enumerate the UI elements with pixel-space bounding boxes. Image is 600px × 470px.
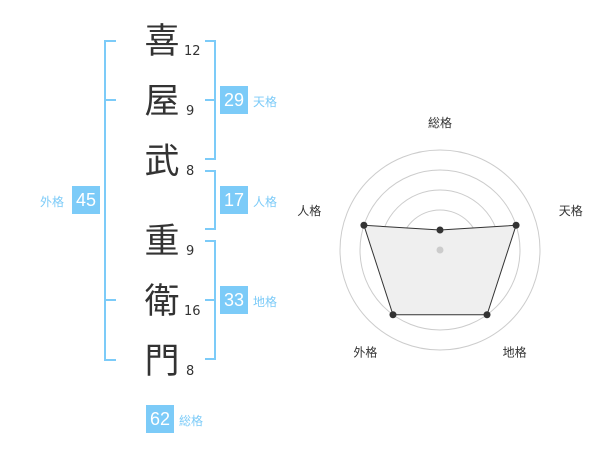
name-char: 重: [144, 222, 180, 262]
axis-label: 人格: [297, 203, 321, 218]
radar-ring: [359, 169, 521, 331]
soukaku-label: 総格: [179, 414, 204, 428]
stroke-count: 9: [186, 244, 195, 259]
name-char: 喜: [144, 22, 180, 62]
name-char: 門: [144, 342, 180, 382]
radar-area: [363, 224, 517, 316]
radar-point: [512, 221, 520, 229]
stroke-count: 8: [186, 164, 195, 179]
radar-point: [360, 221, 368, 229]
stroke-count: 12: [184, 44, 201, 59]
axis-label: 外格: [353, 345, 377, 360]
radar-point: [389, 311, 397, 319]
name-char: 屋: [144, 82, 180, 122]
axis-label: 地格: [503, 345, 527, 360]
chikaku-label: 地格: [253, 295, 278, 309]
axis-label: 総格: [428, 115, 452, 130]
chikaku-value: 33: [220, 286, 248, 314]
name-char: 衛: [144, 282, 180, 322]
radar-ring: [339, 149, 541, 351]
jinkaku-value: 17: [220, 186, 248, 214]
stroke-count: 9: [186, 104, 195, 119]
stroke-count: 16: [184, 304, 201, 319]
stroke-count: 8: [186, 364, 195, 379]
name-char: 武: [144, 142, 180, 182]
soukaku-value: 62: [146, 405, 174, 433]
jinkaku-label: 人格: [253, 195, 278, 209]
tenkaku-label: 天格: [253, 95, 278, 109]
gaikaku-label: 外格: [40, 195, 65, 209]
tenkaku-value: 29: [220, 86, 248, 114]
gaikaku-value: 45: [72, 186, 100, 214]
radar-point: [436, 226, 444, 234]
radar-center: [436, 246, 444, 254]
radar-point: [483, 311, 491, 319]
axis-label: 天格: [559, 203, 583, 218]
